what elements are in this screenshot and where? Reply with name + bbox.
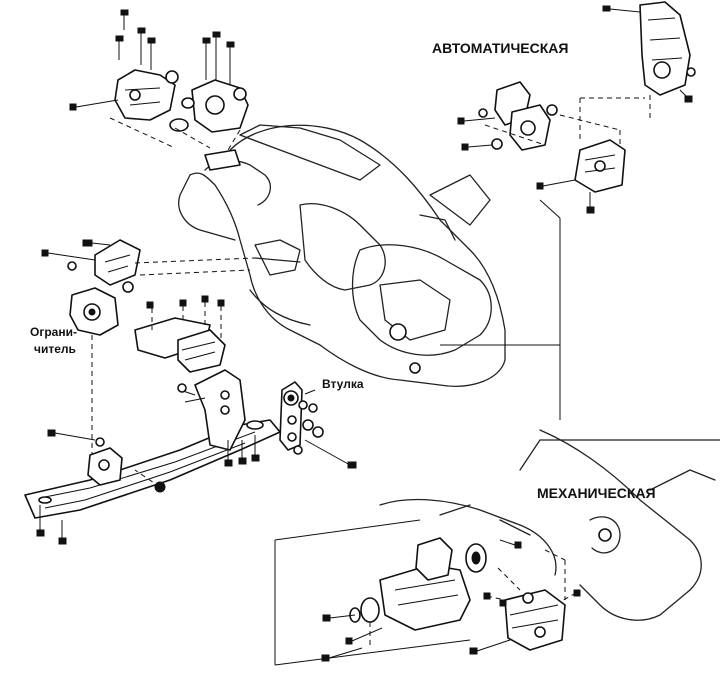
bolt-icon [251,435,260,462]
bolt-icon [322,614,356,622]
bolt-icon [345,627,383,645]
bolt-icon [536,179,576,190]
bolt-icon [82,239,111,247]
bolt-icon [602,5,641,13]
washer-icon [169,118,189,132]
bolt-icon [304,439,357,469]
washer-icon [478,108,488,118]
washer-icon [67,261,77,271]
bolt-icon [201,295,209,303]
automatic-mount-group [440,1,696,420]
washer-icon [491,138,503,150]
nut-icon [302,419,314,431]
bolt-icon [461,143,493,151]
washer-icon [360,597,380,623]
bolt-icon [120,9,129,30]
washer-icon [233,87,247,101]
label-automatic: АВТОМАТИЧЕСКАЯ [432,40,568,56]
bolt-icon [212,31,221,80]
bolt-icon [179,299,187,307]
side-mount-bracket [94,239,141,286]
bushing-group [279,381,357,469]
front-mount-group [69,9,249,171]
rear-mount-group [134,295,226,373]
crossmember [24,369,281,545]
label-bushing: Втулка [322,377,364,391]
bolt-icon [586,192,595,214]
washer-icon [298,400,308,410]
bolt-icon [41,249,96,261]
rear-mount-rubber [177,329,226,373]
bolt-icon [573,589,581,597]
bolt-icon [238,440,247,465]
bolt-icon [146,301,154,309]
bolt-icon [469,639,511,655]
bolt-icon [224,440,233,467]
bolt-icon [147,37,156,70]
crossmember-support [194,369,246,451]
washer-icon [546,104,558,116]
left-side-mount-group [41,239,256,460]
bolt-icon [499,539,522,549]
bolt-icon [137,27,146,65]
label-limiter-line2: читель [34,342,76,356]
bolt-icon [499,599,507,607]
manual-bracket [504,589,566,651]
bolt-icon [202,37,211,80]
bolt-icon [217,299,225,307]
label-limiter-line1: Ограни- [30,325,77,339]
washer-icon [686,67,696,77]
washer-icon [165,70,179,84]
washer-icon [308,403,318,413]
label-manual: МЕХАНИЧЕСКАЯ [537,485,656,501]
auto-upper-mount [639,1,691,96]
transmission-assembly [379,429,720,621]
bolt-icon [36,505,45,537]
bolt-icon [321,647,363,662]
bolt-icon [679,89,693,103]
washer-icon [95,437,105,447]
bolt-icon [457,117,496,125]
manual-mount-group [274,519,581,666]
bolt-icon [115,35,124,60]
bolt-icon [58,520,67,545]
mount-bracket-left [114,69,176,121]
bolt-icon [47,429,96,441]
bolt-icon [69,99,119,111]
engine-assembly [178,124,506,387]
nut-icon [312,426,324,438]
bolt-icon [226,41,235,85]
